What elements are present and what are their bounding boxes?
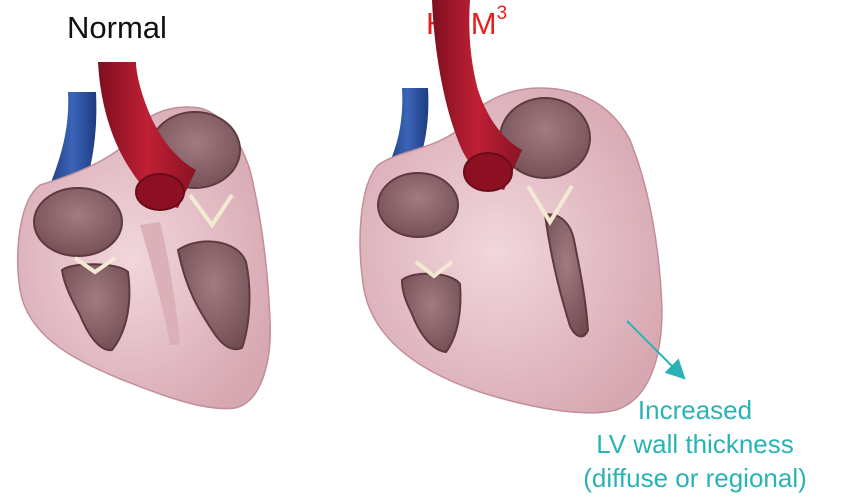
normal-aorta-opening	[136, 174, 184, 210]
hcm-aorta-opening	[464, 153, 512, 191]
hcm-right-atrium	[378, 173, 458, 237]
annotation-line-1: Increased	[560, 393, 830, 427]
hcm-heart	[360, 0, 662, 413]
lv-wall-thickness-annotation: Increased LV wall thickness (diffuse or …	[560, 393, 830, 495]
normal-heart	[18, 62, 270, 409]
annotation-line-2: LV wall thickness	[560, 427, 830, 461]
annotation-line-3: (diffuse or regional)	[560, 461, 830, 495]
normal-right-atrium	[34, 188, 122, 256]
